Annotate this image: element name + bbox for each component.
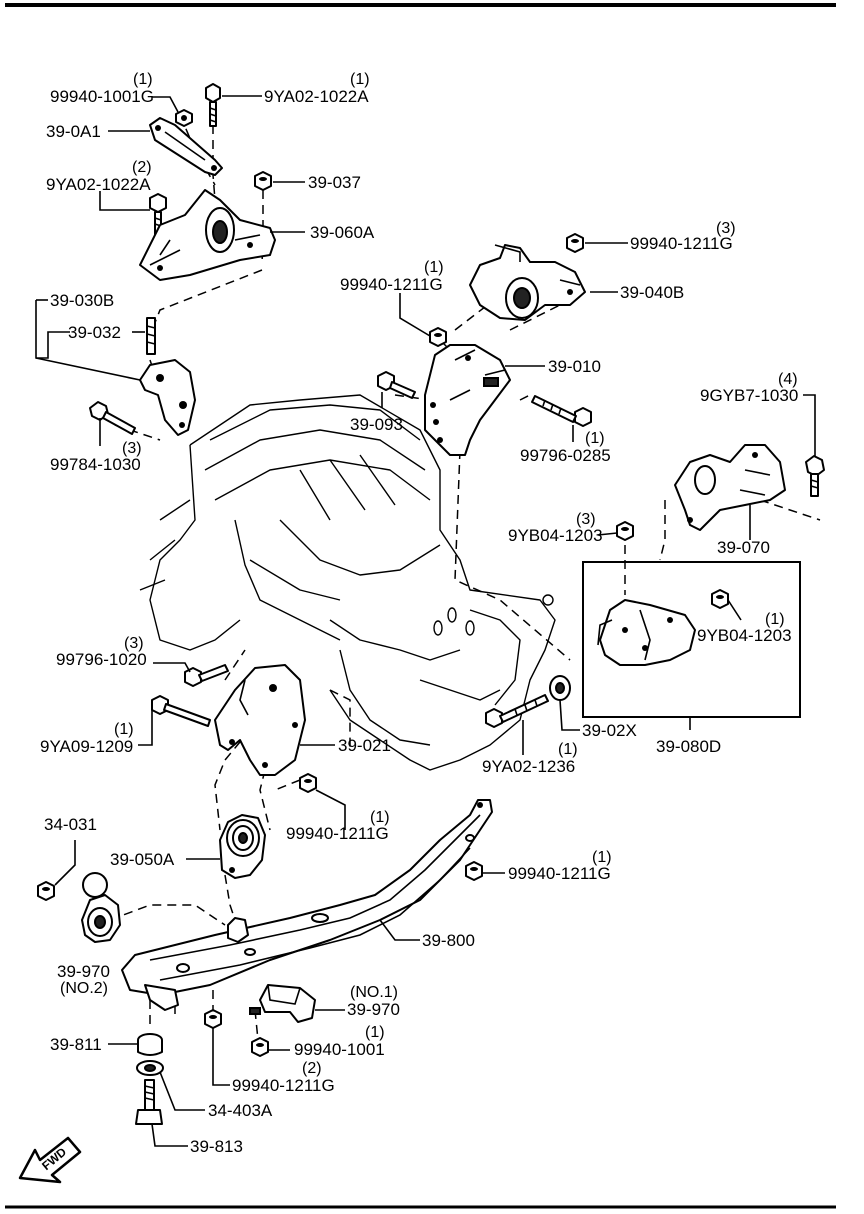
crossmember-39-800: [121, 799, 493, 1011]
nut-34-031: [37, 881, 55, 901]
nut-99940-1001: [251, 1037, 269, 1057]
part-labels: (1) 99940-1001G (1) 9YA02-1022A 39-0A1 (…: [40, 71, 798, 1156]
nut-mid-left: [429, 327, 447, 347]
label-l09: 99940-1211G: [340, 275, 443, 294]
bolt-39-093: [377, 371, 416, 399]
label-l32b: (NO.1): [350, 984, 398, 1001]
label-l15: 99796-0285: [520, 446, 611, 465]
qty-l07: (3): [716, 220, 736, 237]
bolt-9YA09-1209: [151, 695, 211, 727]
label-l19: 9YB04-1203: [697, 626, 792, 645]
mount-39-060A: [139, 189, 276, 281]
label-l33: 99940-1001: [294, 1040, 385, 1059]
qty-l16: (4): [778, 371, 798, 388]
label-l21: 9YA09-1209: [40, 737, 133, 756]
bolt-39-813: [135, 1079, 163, 1125]
nut-crossmember-right: [465, 861, 483, 881]
bracket-39-021: [214, 664, 306, 776]
mount-39-970-no1: [249, 984, 316, 1023]
label-l11: 39-032: [68, 323, 121, 342]
engine-block: [139, 394, 556, 771]
qty-l21: (1): [114, 721, 134, 738]
qty-l29: (1): [592, 849, 612, 866]
qty-l02: (1): [350, 71, 370, 88]
label-l22: 39-021: [338, 736, 391, 755]
nut-39-037: [254, 171, 272, 191]
label-l13: 39-093: [350, 415, 403, 434]
qty-l14: (3): [122, 440, 142, 457]
qty-l20: (3): [124, 635, 144, 652]
bolt-99796-0285: [531, 395, 592, 427]
qty-l25: (1): [558, 741, 578, 758]
mount-39-050A: [219, 814, 266, 879]
label-l36: 34-403A: [208, 1101, 273, 1120]
label-l25: 9YA02-1236: [482, 757, 575, 776]
label-l03: 39-0A1: [46, 122, 101, 141]
label-l32: 39-970: [347, 1000, 400, 1019]
nut-99940-1211G-lower: [204, 1009, 222, 1029]
label-l23: 39-02X: [582, 721, 637, 740]
qty-l19: (1): [765, 611, 785, 628]
qty-l09: (1): [424, 259, 444, 276]
label-l14: 99784-1030: [50, 455, 141, 474]
label-l29: 99940-1211G: [508, 864, 611, 883]
bracket-39-0A1: [149, 117, 223, 176]
label-l26: 99940-1211G: [286, 824, 389, 843]
label-l27: 34-031: [44, 815, 97, 834]
label-l34: 39-811: [50, 1035, 102, 1054]
label-l08: 39-040B: [620, 283, 684, 302]
qty-l26: (1): [370, 809, 390, 826]
label-l01: 99940-1001G: [50, 87, 154, 106]
nut-right-top: [566, 233, 584, 253]
washer-34-403A: [136, 1060, 164, 1076]
label-l28: 39-050A: [110, 850, 175, 869]
label-l16: 9GYB7-1030: [700, 386, 798, 405]
label-l31b: (NO.2): [60, 980, 108, 997]
nut-99940-1211G-mid: [299, 773, 317, 793]
label-l35: 99940-1211G: [232, 1076, 335, 1095]
bolt-99796-1020: [184, 664, 229, 687]
bolt-top: [205, 83, 221, 127]
bracket-39-010: [424, 344, 511, 456]
label-l04: 9YA02-1022A: [46, 175, 151, 194]
leader-lines: [35, 95, 816, 1147]
label-l12: 39-010: [548, 357, 601, 376]
label-l10: 39-030B: [50, 291, 114, 310]
bolt-left-pair: [149, 193, 167, 235]
nut-9YB04-1203-top: [616, 521, 634, 541]
label-l17: 9YB04-1203: [508, 526, 603, 545]
label-l30: 39-800: [422, 931, 475, 950]
bolt-99784-1030: [89, 401, 136, 435]
label-l18: 39-070: [717, 538, 770, 557]
qty-l35: (2): [302, 1060, 322, 1077]
stud-39-032: [146, 317, 156, 355]
label-l05: 39-037: [308, 173, 361, 192]
qty-l33: (1): [365, 1024, 385, 1041]
nut-top-left: [175, 109, 193, 127]
qty-l17: (3): [576, 511, 596, 528]
label-l07: 99940-1211G: [630, 234, 733, 253]
bracket-39-080D: [597, 599, 696, 666]
bolt-9GYB7-1030: [805, 455, 825, 497]
mount-39-970-no2: [81, 872, 121, 943]
label-l37: 39-813: [190, 1137, 243, 1156]
bolt-9YA02-1236: [485, 694, 549, 728]
mount-39-070: [674, 444, 786, 531]
bushing-39-811: [137, 1033, 163, 1056]
label-l24: 39-080D: [656, 737, 721, 756]
qty-l04: (2): [132, 159, 152, 176]
box-39-080D: [582, 561, 801, 718]
label-l20: 99796-1020: [56, 650, 147, 669]
nut-9YB04-1203-box: [711, 589, 729, 609]
qty-l01: (1): [133, 71, 153, 88]
fwd-arrow: FWD: [18, 1136, 82, 1184]
bracket-39-030B: [139, 359, 196, 436]
mount-39-040B: [469, 244, 586, 321]
label-l06: 39-060A: [310, 223, 375, 242]
bushing-39-02X: [549, 675, 571, 701]
label-l31: 39-970: [57, 962, 110, 981]
label-l02: 9YA02-1022A: [264, 87, 369, 106]
qty-l15: (1): [585, 430, 605, 447]
